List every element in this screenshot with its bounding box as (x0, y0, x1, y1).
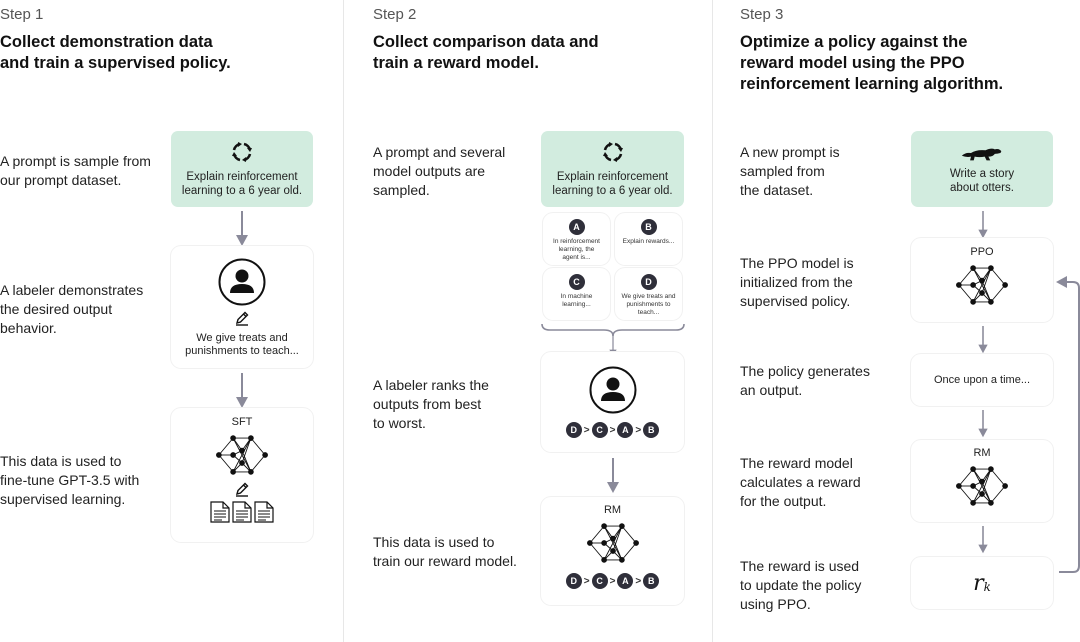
document-icon (254, 501, 274, 523)
output-card-c: C In machine learning... (543, 268, 610, 320)
down-arrow-icon (236, 373, 248, 409)
badge-d: D (640, 274, 657, 290)
step3-column: Step 3 Optimize a policy against the rew… (712, 0, 1080, 642)
neural-network-icon (584, 519, 642, 567)
step-description: The PPO model is initialized from the su… (740, 255, 854, 309)
pencil-icon (234, 481, 250, 497)
step-title: Collect comparison data and train a rewa… (373, 33, 599, 72)
reward-symbol: r (973, 570, 984, 596)
step-description: A prompt and several model outputs are s… (373, 144, 506, 198)
prompt-box: Explain reinforcement learning to a 6 ye… (171, 131, 313, 207)
person-icon (218, 258, 266, 306)
step-label: Step 1 (0, 6, 44, 23)
demonstration-text: We give treats and punishments to teach.… (185, 332, 299, 357)
step-description: The reward is used to update the policy … (740, 558, 862, 612)
ppo-label: PPO (970, 246, 994, 258)
badge-a: A (568, 219, 585, 235)
labeler-card: We give treats and punishments to teach.… (171, 246, 313, 368)
sft-card: SFT (171, 408, 313, 542)
rm-card: RM D> C> A> B (541, 497, 684, 605)
step-description: The reward model calculates a reward for… (740, 455, 861, 509)
output-card-b: B Explain rewards... (615, 213, 682, 265)
ranking-row: D> C> A> B (565, 422, 660, 438)
down-arrow-icon (977, 526, 989, 554)
step-description: A labeler demonstrates the desired outpu… (0, 282, 144, 336)
neural-network-icon (953, 462, 1011, 510)
step-description: This data is used to train our reward mo… (373, 534, 517, 569)
output-text: Once upon a time... (934, 374, 1030, 386)
step1-column: Step 1 Collect demonstration data and tr… (0, 0, 343, 642)
step2-column: Step 2 Collect comparison data and train… (343, 0, 713, 642)
down-arrow-icon (977, 410, 989, 438)
down-arrow-icon (607, 458, 619, 494)
document-icon (232, 501, 252, 523)
step-label: Step 2 (373, 6, 417, 23)
step-description: This data is used to fine-tune GPT-3.5 w… (0, 453, 140, 507)
badge-b: B (640, 219, 657, 235)
reward-subscript: k (983, 580, 991, 594)
step-description: The policy generates an output. (740, 363, 870, 398)
step-title: Optimize a policy against the reward mod… (740, 33, 1004, 93)
step-description: A labeler ranks the outputs from best to… (373, 377, 489, 431)
prompt-box: Write a story about otters. (911, 131, 1053, 207)
step-description: A new prompt is sampled from the dataset… (740, 144, 840, 198)
down-arrow-icon (977, 326, 989, 354)
step-description: A prompt is sample from our prompt datas… (0, 153, 151, 188)
badge-c: C (568, 274, 585, 290)
ranking-row: D> C> A> B (565, 573, 660, 589)
step-title: Collect demonstration data and train a s… (0, 33, 231, 72)
output-card-a: A In reinforcement learning, the agent i… (543, 213, 610, 265)
documents (210, 501, 274, 523)
model-label: SFT (231, 416, 253, 428)
pencil-icon (234, 310, 250, 326)
ranking-card: D> C> A> B (541, 352, 684, 452)
neural-network-icon (953, 261, 1011, 309)
recycle-icon (601, 140, 625, 164)
rm-label: RM (973, 447, 991, 459)
down-arrow-icon (236, 211, 248, 247)
ppo-card: PPO (911, 238, 1053, 322)
rm-card: RM (911, 440, 1053, 522)
person-icon (589, 366, 637, 414)
recycle-icon (230, 140, 254, 164)
output-card-d: D We give treats and punishments to teac… (615, 268, 682, 320)
document-icon (210, 501, 230, 523)
model-label: RM (603, 504, 622, 516)
down-arrow-icon (977, 211, 989, 239)
prompt-box: Explain reinforcement learning to a 6 ye… (541, 131, 684, 207)
step-label: Step 3 (740, 6, 784, 23)
feedback-loop-arrow (1056, 276, 1080, 573)
output-card: Once upon a time... (911, 354, 1053, 406)
neural-network-icon (213, 431, 271, 479)
otter-icon (960, 143, 1004, 163)
